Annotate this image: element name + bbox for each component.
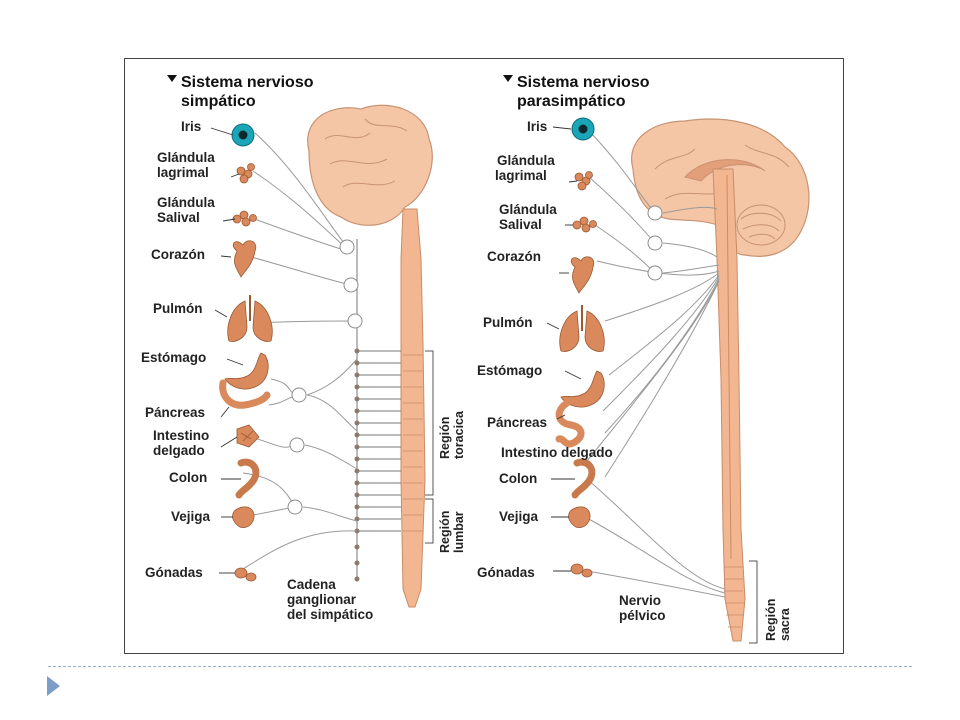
label-chain-1: Cadena bbox=[287, 577, 336, 592]
label-lumbar-region-1: Región bbox=[438, 511, 452, 553]
parasympathetic-title-line1: Sistema nervioso bbox=[517, 74, 650, 91]
title-triangle-icon bbox=[167, 75, 177, 82]
label-gonads: Gónadas bbox=[145, 565, 203, 580]
label-lacrimal-1: Glándula bbox=[497, 153, 555, 168]
gonads-icon bbox=[234, 567, 257, 582]
label-iris: Iris bbox=[527, 119, 547, 134]
title-triangle-icon bbox=[503, 75, 513, 82]
stomach-icon bbox=[560, 370, 605, 408]
stomach-icon bbox=[224, 352, 269, 390]
nervous-system-figure: Sistema nervioso simpático bbox=[124, 58, 844, 654]
label-iris: Iris bbox=[181, 119, 201, 134]
label-salivary-2: Salival bbox=[157, 210, 200, 225]
sympathetic-title-line1: Sistema nervioso bbox=[181, 74, 314, 91]
label-intestine-2: delgado bbox=[153, 443, 205, 458]
label-thoracic-region-1: Región bbox=[438, 417, 452, 459]
lung-icon bbox=[559, 305, 605, 352]
label-salivary-1: Glándula bbox=[157, 195, 215, 210]
lacrimal-gland-icon bbox=[236, 163, 255, 184]
label-colon: Colon bbox=[169, 470, 207, 485]
label-bladder: Vejiga bbox=[499, 509, 539, 524]
label-intestine-1: Intestino bbox=[153, 428, 209, 443]
lacrimal-gland-icon bbox=[574, 171, 593, 191]
label-salivary-2: Salival bbox=[499, 217, 542, 232]
parasympathetic-title-line2: parasimpático bbox=[517, 93, 626, 110]
label-sacral-region-2: sacra bbox=[778, 607, 792, 641]
sympathetic-ganglion-chain bbox=[356, 239, 401, 579]
slide-divider bbox=[48, 666, 912, 667]
label-thoracic-region-2: toracica bbox=[452, 410, 466, 459]
label-stomach: Estómago bbox=[141, 350, 206, 365]
gonads-icon bbox=[570, 563, 593, 578]
salivary-gland-icon bbox=[572, 216, 597, 233]
label-stomach: Estómago bbox=[477, 363, 542, 378]
label-chain-3: del simpático bbox=[287, 607, 373, 622]
label-heart: Corazón bbox=[151, 247, 205, 262]
colon-icon bbox=[235, 458, 260, 499]
lung-icon bbox=[227, 295, 273, 342]
label-colon: Colon bbox=[499, 471, 537, 486]
label-heart: Corazón bbox=[487, 249, 541, 264]
pancreas-icon bbox=[555, 399, 585, 448]
label-lacrimal-1: Glándula bbox=[157, 150, 215, 165]
iris-icon bbox=[571, 117, 595, 141]
parasympathetic-panel: Sistema nervioso parasimpático bbox=[477, 74, 810, 644]
label-lacrimal-2: lagrimal bbox=[157, 165, 209, 180]
label-lumbar-region-2: lumbar bbox=[452, 511, 466, 553]
bladder-icon bbox=[568, 506, 591, 529]
colon-icon bbox=[571, 458, 596, 499]
salivary-gland-icon bbox=[232, 210, 257, 227]
heart-icon bbox=[570, 256, 595, 294]
small-intestine-icon bbox=[236, 424, 260, 448]
iris-icon bbox=[231, 123, 255, 147]
label-pelvic-nerve-1: Nervio bbox=[619, 593, 661, 608]
label-pelvic-nerve-2: pélvico bbox=[619, 608, 666, 623]
label-chain-2: ganglionar bbox=[287, 592, 357, 607]
sympathetic-panel: Sistema nervioso simpático bbox=[141, 74, 466, 622]
cerebellum bbox=[736, 204, 786, 246]
label-intestine: Intestino delgado bbox=[501, 445, 613, 460]
label-lung: Pulmón bbox=[483, 315, 533, 330]
label-gonads: Gónadas bbox=[477, 565, 535, 580]
label-pancreas: Páncreas bbox=[487, 415, 547, 430]
label-sacral-region-1: Región bbox=[764, 599, 778, 641]
heart-icon bbox=[232, 240, 257, 278]
sympathetic-spinal-cord bbox=[400, 208, 426, 608]
bladder-icon bbox=[232, 506, 255, 529]
slide-bullet-icon bbox=[47, 676, 60, 696]
label-lacrimal-2: lagrimal bbox=[495, 168, 547, 183]
pancreas-icon bbox=[219, 379, 271, 409]
label-pancreas: Páncreas bbox=[145, 405, 205, 420]
label-bladder: Vejiga bbox=[171, 509, 211, 524]
sympathetic-title-line2: simpático bbox=[181, 93, 256, 110]
label-salivary-1: Glándula bbox=[499, 202, 557, 217]
label-lung: Pulmón bbox=[153, 301, 203, 316]
